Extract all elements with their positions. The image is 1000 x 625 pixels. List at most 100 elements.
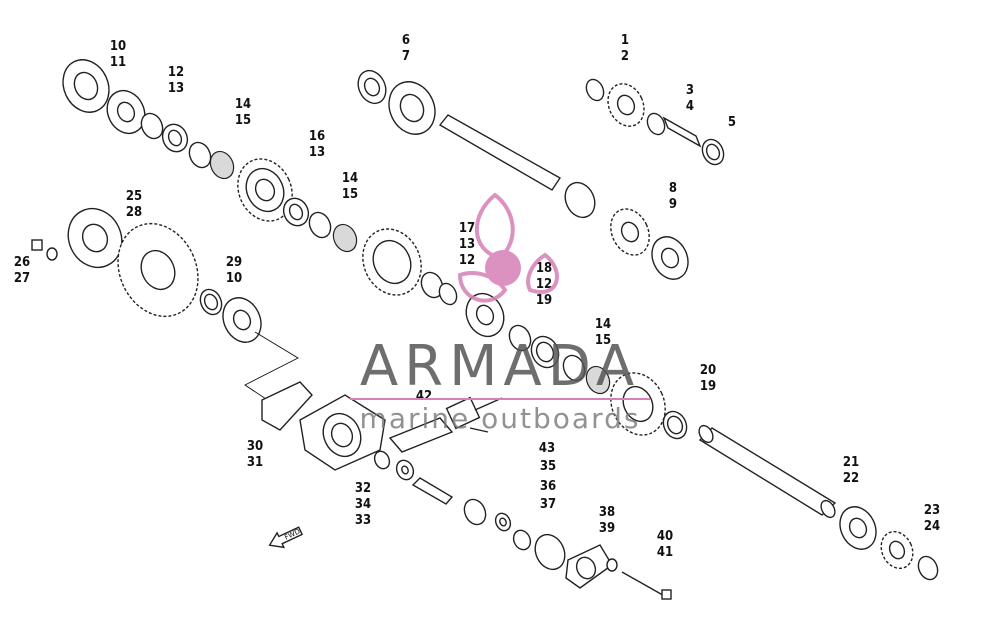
callout-15: 15: [595, 333, 611, 348]
needle-bearing-14-top: [188, 141, 235, 180]
circlip-12-b: [420, 271, 458, 306]
input-shaft: [438, 114, 596, 219]
callout-30: 30: [247, 439, 263, 454]
callout-15: 15: [235, 113, 251, 128]
housing-31: [299, 394, 386, 471]
callout-42: 42: [416, 389, 432, 404]
callout-16: 16: [309, 129, 325, 144]
gear-16: [237, 158, 293, 222]
callout-12: 12: [459, 253, 475, 268]
collar-29: [199, 288, 223, 316]
washers-12-19: [508, 324, 560, 369]
bushing-3-4: [646, 112, 702, 148]
callout-2: 2: [621, 49, 629, 64]
screw-43: [469, 427, 489, 433]
callout-26: 26: [14, 255, 30, 270]
washer-40: [606, 558, 618, 572]
callout-8: 8: [669, 181, 677, 196]
circlip-12: [140, 112, 164, 140]
gasket-30: [261, 381, 313, 431]
shaft-33: [411, 477, 454, 505]
callout-19: 19: [700, 379, 716, 394]
callouts-layer: 1234567891011121314151617181920212223242…: [14, 33, 940, 560]
watermark: ARMADA marine outboards: [350, 192, 650, 435]
callout-10: 10: [110, 39, 126, 54]
fwd-arrow-icon: [268, 526, 304, 549]
bearing-22: [839, 506, 877, 550]
callout-1: 1: [621, 33, 629, 48]
bearing-7: [388, 81, 436, 135]
needle-bearing-14-c: [562, 354, 611, 395]
callout-41: 41: [657, 545, 673, 560]
seal-32: [373, 450, 391, 470]
gear-8: [610, 208, 650, 256]
washer-36: [494, 512, 512, 532]
gear-28: [117, 222, 199, 318]
output-shaft-21: [698, 424, 837, 519]
dog-clutch-18: [465, 292, 505, 338]
callout-13: 13: [459, 237, 475, 252]
callout-14: 14: [342, 171, 358, 186]
parts-layer: [31, 59, 939, 600]
gear-23: [880, 530, 914, 570]
callout-28: 28: [126, 205, 142, 220]
callout-29: 29: [226, 255, 242, 270]
watermark-tagline: marine outboards: [360, 402, 641, 435]
callout-35: 35: [540, 459, 556, 474]
callout-25: 25: [126, 189, 142, 204]
gear-17: [362, 228, 422, 296]
washer-34: [395, 459, 415, 481]
callout-32: 32: [355, 481, 371, 496]
callout-10: 10: [226, 271, 242, 286]
callout-15: 15: [342, 187, 358, 202]
callout-14: 14: [235, 97, 251, 112]
seal-6: [357, 69, 387, 105]
callout-20: 20: [700, 363, 716, 378]
callout-27: 27: [14, 271, 30, 286]
callout-43: 43: [539, 441, 555, 456]
propeller-logo-icon: [457, 192, 559, 303]
gear-2: [607, 83, 645, 127]
circlip-1: [585, 78, 605, 102]
callout-12: 12: [536, 277, 552, 292]
bearing-9: [651, 236, 689, 280]
callout-4: 4: [686, 99, 694, 114]
callout-34: 34: [355, 497, 371, 512]
washer-13: [161, 123, 189, 153]
callout-7: 7: [402, 49, 410, 64]
cover-plate: [565, 544, 613, 589]
bolt-26-washer-27: [31, 239, 58, 261]
callout-24: 24: [924, 519, 940, 534]
callout-18: 18: [536, 261, 552, 276]
callout-37: 37: [540, 497, 556, 512]
callout-22: 22: [843, 471, 859, 486]
callout-36: 36: [540, 479, 556, 494]
needle-bearing-14-b: [308, 211, 358, 253]
callout-23: 23: [924, 503, 940, 518]
bearing-10-11-top: [62, 59, 110, 113]
callout-40: 40: [657, 529, 673, 544]
callout-17: 17: [459, 221, 475, 236]
washer-13-b: [282, 197, 310, 227]
oring-38-39: [534, 533, 566, 571]
washer-19: [662, 410, 688, 440]
callout-13: 13: [168, 81, 184, 96]
callout-9: 9: [669, 197, 677, 212]
callout-6: 6: [402, 33, 410, 48]
callout-31: 31: [247, 455, 263, 470]
callout-14: 14: [595, 317, 611, 332]
callout-39: 39: [599, 521, 615, 536]
circlip-24: [917, 555, 939, 581]
watermark-brand: ARMADA: [360, 334, 640, 399]
callout-3: 3: [686, 83, 694, 98]
callout-38: 38: [599, 505, 615, 520]
hub-11: [106, 89, 146, 135]
bushing-37: [512, 529, 532, 551]
gear-20: [610, 372, 666, 436]
callout-12: 12: [168, 65, 184, 80]
callout-21: 21: [843, 455, 859, 470]
bearing-25: [67, 207, 123, 269]
callout-33: 33: [355, 513, 371, 528]
bearing-10-lower: [222, 297, 262, 343]
